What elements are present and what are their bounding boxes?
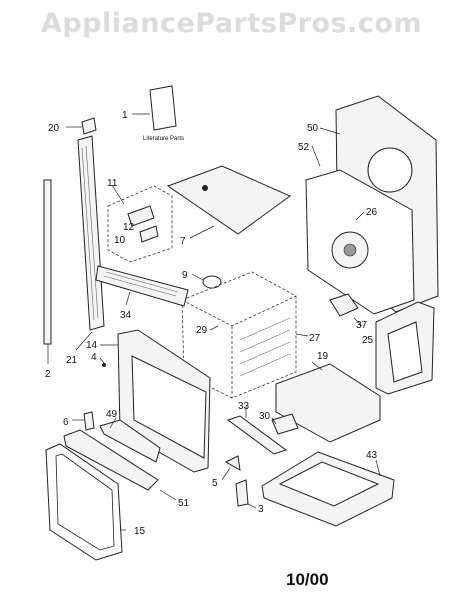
callout-49: 49 bbox=[106, 409, 118, 420]
part-21-side-trim bbox=[75, 135, 105, 351]
part-20-bracket bbox=[66, 117, 97, 135]
part-7-top-panel bbox=[166, 165, 291, 239]
callout-5: 5 bbox=[212, 478, 218, 489]
part-26-rear-shield bbox=[305, 169, 415, 315]
callout-27: 27 bbox=[309, 333, 321, 344]
callout-21: 21 bbox=[66, 355, 78, 366]
part-15-gasket bbox=[45, 443, 126, 561]
callout-20: 20 bbox=[48, 123, 60, 134]
callout-12: 12 bbox=[123, 222, 135, 233]
callout-15: 15 bbox=[134, 526, 146, 537]
part-4-screw bbox=[99, 357, 106, 367]
callout-1: 1 bbox=[122, 110, 128, 121]
callout-19: 19 bbox=[317, 351, 329, 362]
callout-14: 14 bbox=[86, 340, 98, 351]
callout-34: 34 bbox=[120, 310, 132, 321]
callout-26: 26 bbox=[366, 207, 378, 218]
callout-9: 9 bbox=[182, 270, 188, 281]
part-43-drawer-pan bbox=[261, 451, 395, 527]
callout-52: 52 bbox=[298, 142, 310, 153]
part-30-clip bbox=[271, 413, 299, 435]
part-34-vent-grille bbox=[95, 265, 189, 307]
part-49-bracket bbox=[99, 419, 161, 463]
callout-29: 29 bbox=[196, 325, 208, 336]
callout-6: 6 bbox=[63, 417, 69, 428]
callout-7: 7 bbox=[180, 236, 186, 247]
callout-51: 51 bbox=[178, 498, 190, 509]
part-19-drawer-panel bbox=[275, 361, 381, 443]
callout-25: 25 bbox=[362, 335, 374, 346]
part-2-rod bbox=[43, 179, 52, 364]
callout-3: 3 bbox=[258, 504, 264, 515]
part-6-block bbox=[72, 411, 95, 431]
part-3-bracket bbox=[235, 479, 257, 509]
callout-30: 30 bbox=[259, 411, 271, 422]
callout-2: 2 bbox=[45, 369, 51, 380]
callout-10: 10 bbox=[114, 235, 126, 246]
callout-43: 43 bbox=[366, 450, 378, 461]
literature-caption: Literature Parts bbox=[143, 136, 184, 142]
callout-50: 50 bbox=[307, 123, 319, 134]
callout-33: 33 bbox=[238, 401, 250, 412]
part-25-side-frame bbox=[375, 301, 435, 395]
callout-37: 37 bbox=[356, 320, 368, 331]
callout-11: 11 bbox=[107, 178, 118, 189]
date-code: 10/00 bbox=[286, 570, 329, 589]
part-33-rail bbox=[226, 406, 288, 455]
callout-4: 4 bbox=[91, 352, 97, 363]
part-27-oven-cavity bbox=[181, 271, 309, 399]
part-37-bracket bbox=[329, 293, 363, 327]
watermark-text: AppliancePartsPros.com bbox=[40, 8, 423, 39]
part-1-literature-booklet bbox=[132, 85, 177, 131]
part-51-trim bbox=[63, 429, 177, 501]
part-11-switch-group bbox=[107, 184, 173, 263]
part-5-bracket bbox=[221, 455, 241, 481]
